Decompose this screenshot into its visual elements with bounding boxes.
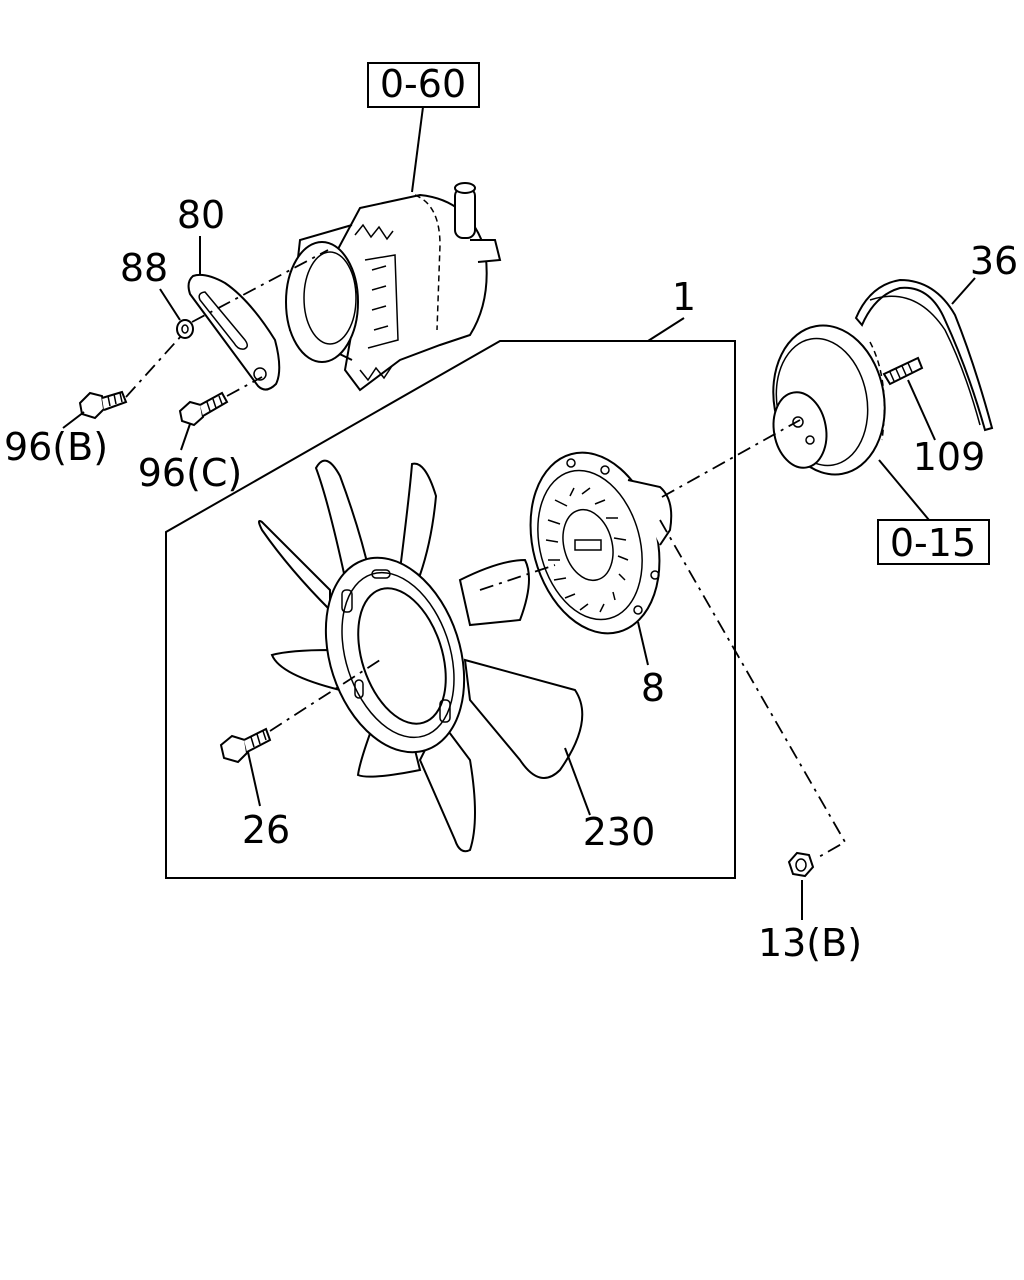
label-13b: 13(B)	[758, 921, 862, 965]
label-88: 88	[120, 246, 168, 290]
ref-box-0-15[interactable]: 0-15	[877, 519, 990, 565]
label-36: 36	[970, 239, 1018, 283]
bracket-80[interactable]	[187, 273, 281, 391]
bolt-26[interactable]	[219, 727, 272, 764]
label-8: 8	[641, 666, 665, 710]
assembly-frame-1	[165, 340, 736, 879]
axis-fan-clutch	[479, 564, 556, 591]
leader-36	[951, 277, 976, 305]
ref-label-0-15: 0-15	[890, 521, 976, 565]
leader-96c	[180, 423, 191, 451]
bolt-96c[interactable]	[178, 391, 229, 427]
leader-8	[637, 621, 649, 666]
fan-230[interactable]	[258, 459, 584, 853]
label-109: 109	[913, 435, 986, 479]
axis-pulley	[661, 419, 801, 498]
axis-bolt-96b	[125, 334, 183, 398]
leader-0-60	[411, 106, 424, 193]
label-1: 1	[672, 275, 696, 319]
leader-88	[159, 288, 181, 321]
belt-36[interactable]	[854, 278, 994, 432]
leader-96b	[62, 411, 85, 429]
pulley	[772, 324, 886, 476]
leader-109	[907, 379, 936, 441]
stud-109[interactable]	[882, 356, 924, 386]
axis-nut-13b	[659, 519, 847, 859]
alternator-unit	[285, 182, 502, 392]
leader-230	[564, 747, 591, 816]
label-26: 26	[242, 808, 290, 852]
bolt-96b[interactable]	[78, 390, 128, 420]
fan-clutch-8[interactable]	[511, 438, 678, 648]
label-96c: 96(C)	[138, 451, 243, 495]
label-96b: 96(B)	[4, 425, 108, 469]
label-230: 230	[583, 810, 656, 854]
axis-bolt-26	[269, 659, 381, 732]
axis-bolt-96c	[226, 376, 263, 397]
leader-1	[647, 317, 685, 342]
leader-0-15	[878, 459, 930, 521]
axis-alternator	[191, 249, 329, 323]
label-80: 80	[177, 193, 225, 237]
nut-13b[interactable]	[787, 851, 815, 878]
washer-88[interactable]	[176, 319, 194, 339]
leader-26	[247, 751, 261, 807]
ref-box-0-60[interactable]: 0-60	[367, 62, 480, 108]
ref-label-0-60: 0-60	[380, 62, 466, 106]
